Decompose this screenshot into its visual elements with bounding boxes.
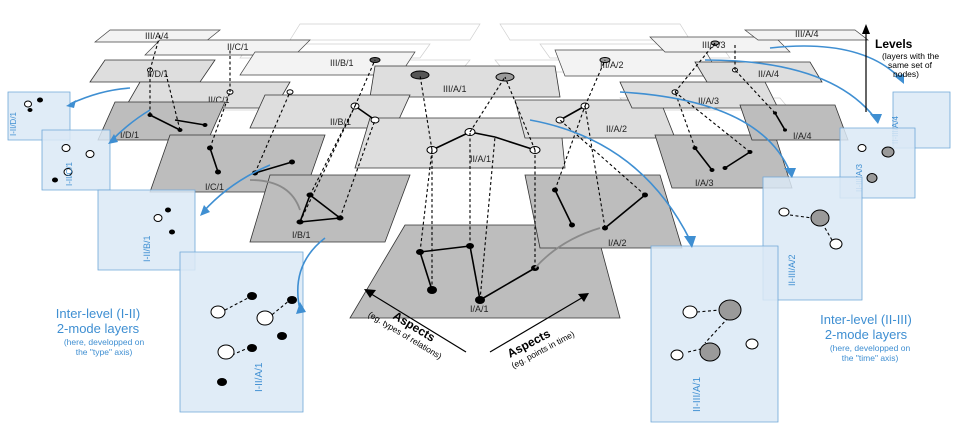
plate-I-A-2 — [524, 174, 683, 249]
inter-right-title-1: Inter-level (II-III) — [820, 312, 912, 327]
label-I-A-4: I/A/4 — [793, 131, 812, 141]
inter-right-note-1: (here, developped on — [830, 343, 911, 353]
level-2-plates: II/D/1 II/C/1 II/B/1 II/A/1 II/A/2 II/A/… — [89, 59, 823, 169]
plate-II-A-4 — [694, 61, 823, 83]
plate-I-B-1 — [249, 174, 411, 243]
plate-II-A-1 — [354, 117, 566, 169]
plate-III-A-4 — [743, 29, 870, 41]
label-I-B-1: I/B/1 — [292, 230, 311, 240]
right-inter-panels: II-III/A/4 II-III/A/3 II-III/A/2 — [650, 91, 951, 423]
inter-right-title-2: 2-mode layers — [825, 327, 908, 342]
levels-desc-3: nodes) — [893, 69, 919, 79]
label-III-A-4: III/A/4 — [795, 29, 819, 39]
label-I-A-2: I/A/2 — [608, 238, 627, 248]
label-I-A-1: I/A/1 — [470, 304, 489, 314]
panel-label-I-II-A-1: I-II/A/1 — [254, 362, 265, 392]
levels-legend: Levels (layers with the same set of node… — [862, 24, 939, 112]
gray-curves — [249, 179, 601, 269]
inter-left-caption: Inter-level (I-II) 2-mode layers (here, … — [56, 306, 145, 357]
label-III-D-1: III/A/4 — [145, 31, 169, 41]
inter-level-links — [149, 34, 776, 301]
label-III-A-2: III/A/2 — [600, 60, 624, 70]
label-I-A-3: I/A/3 — [695, 178, 714, 188]
label-II-C-1-top: II/C/1 — [227, 42, 249, 52]
plate-III-A-3 — [649, 36, 791, 53]
label-II-A-4: II/A/4 — [758, 69, 779, 79]
right-arrow-icon — [578, 293, 589, 302]
label-II-C-1: II/C/1 — [208, 95, 230, 105]
left-arrow-icon — [364, 289, 376, 298]
label-II-A-3: II/A/3 — [698, 96, 719, 106]
inter-right-caption: Inter-level (II-III) 2-mode layers (here… — [820, 312, 912, 363]
levels-title: Levels — [875, 37, 913, 51]
projection-arrows — [66, 45, 904, 314]
inter-left-note-1: (here, developped on — [64, 337, 145, 347]
inter-left-note-2: the "type" axis) — [76, 347, 133, 357]
inter-left-title-2: 2-mode layers — [57, 321, 140, 336]
panel-label-II-III-A-2: II-III/A/2 — [787, 254, 797, 286]
panel-label-I-II-C-1: I-II/C/1 — [65, 161, 74, 186]
panel-II-III-A-1: II-III/A/1 — [650, 245, 779, 423]
panel-I-II-D-1: I-II/D/1 — [7, 91, 71, 141]
panel-I-II-B-1: I-II/B/1 — [97, 189, 196, 271]
panel-label-I-II-D-1: I-II/D/1 — [9, 111, 18, 136]
label-II-A-2: II/A/2 — [606, 124, 627, 134]
label-I-D-1: I/D/1 — [120, 130, 139, 140]
inter-right-note-2: the "time" axis) — [842, 353, 899, 363]
label-III-A-1: III/A/1 — [443, 84, 467, 94]
panel-label-I-II-B-1: I-II/B/1 — [142, 235, 152, 262]
label-I-C-1: I/C/1 — [205, 182, 224, 192]
label-II-A-1: II/A/1 — [470, 154, 491, 164]
levels-desc-1: (layers with the — [882, 51, 939, 61]
label-II-B-1: II/B/1 — [330, 117, 351, 127]
panel-label-II-III-A-1: II-III/A/1 — [692, 377, 703, 412]
panel-I-II-C-1: I-II/C/1 — [41, 129, 111, 191]
level-1-plates: I/D/1 I/C/1 I/B/1 I/A/1 I/A/2 I/A/3 I/A/… — [97, 101, 849, 319]
up-arrow-icon — [862, 24, 870, 34]
levels-desc-2: same set of — [888, 60, 933, 70]
label-II-D-1: II/D/1 — [147, 69, 169, 79]
label-III-B-1: III/B/1 — [330, 58, 354, 68]
inter-left-title-1: Inter-level (I-II) — [56, 306, 141, 321]
left-inter-panels: I-II/D/1 I-II/C/1 I-II/B/1 — [7, 91, 304, 413]
panel-I-II-A-1: I-II/A/1 — [179, 251, 304, 413]
